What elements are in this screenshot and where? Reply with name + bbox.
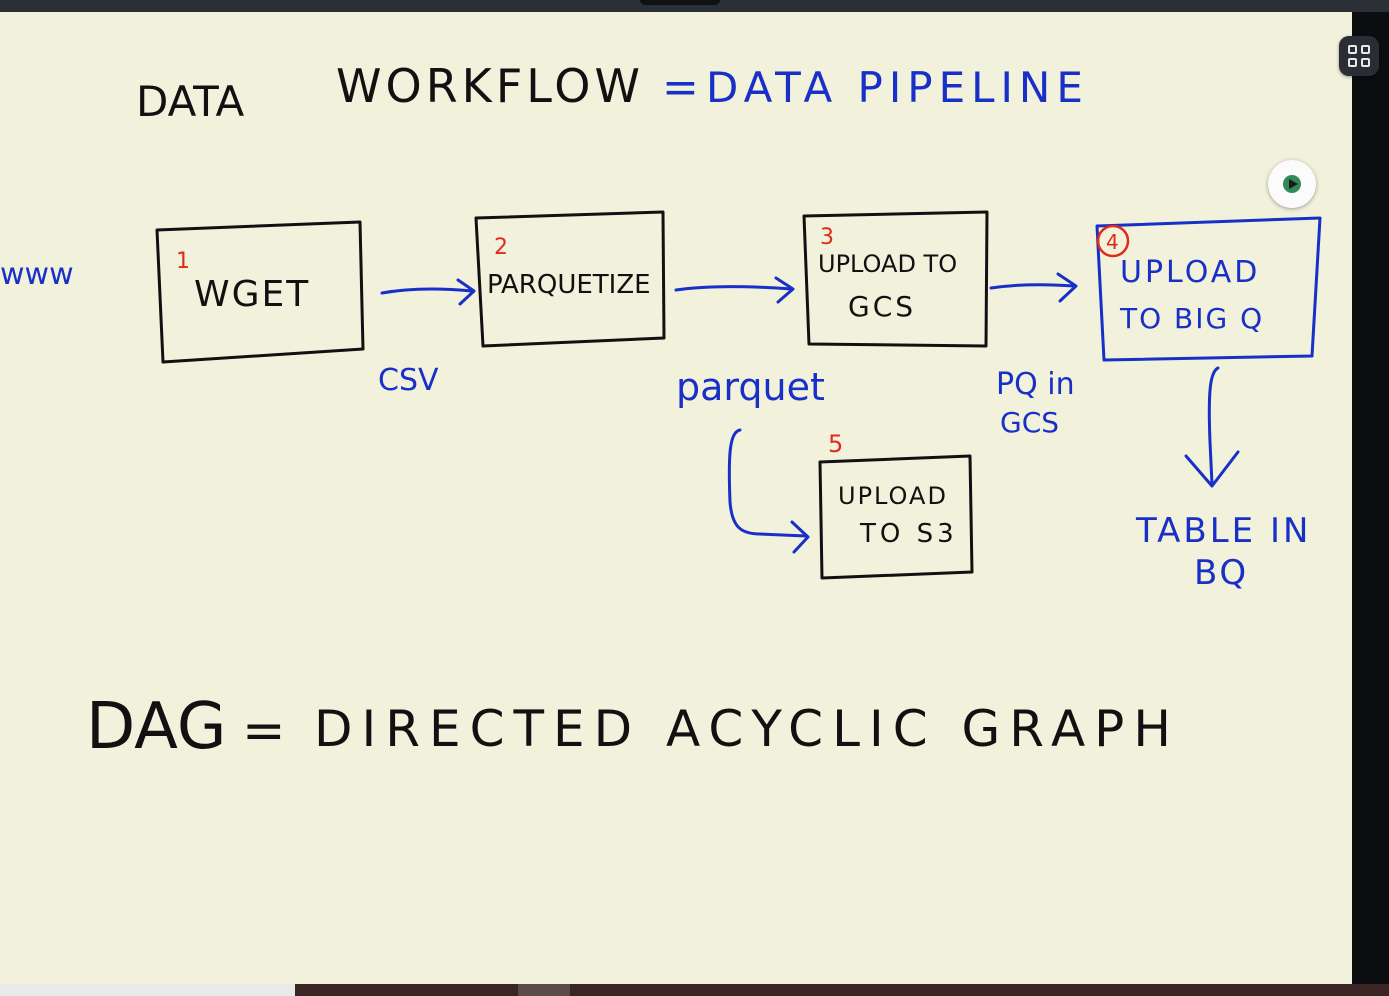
taskbar-app-segment[interactable] — [518, 984, 570, 996]
arrow-2-3 — [674, 285, 794, 292]
definition-meaning: DIRECTED ACYCLIC GRAPH — [314, 700, 1180, 758]
grid-layout-icon — [1348, 45, 1370, 67]
edge-label-pq-in: PQ in — [996, 367, 1075, 402]
step-5-line2: TO S3 — [859, 519, 958, 549]
step-1-number: 1 — [176, 249, 190, 274]
step-2-number: 2 — [494, 235, 508, 260]
step-4-line1: UPLOAD — [1120, 255, 1260, 290]
step-2-label: PARQUETIZE — [487, 270, 651, 300]
step-3-box — [802, 210, 989, 348]
step-4-number: 4 — [1106, 230, 1119, 254]
step-3-line2: GCS — [848, 290, 916, 323]
arrow-parquet-5 — [727, 428, 808, 538]
output-table-line2: BQ — [1194, 553, 1248, 593]
step-5-number: 5 — [828, 430, 843, 458]
arrow-parquet-5-head — [790, 520, 810, 554]
definition-equals: = — [242, 701, 286, 761]
edge-label-gcs: GCS — [1000, 406, 1059, 439]
play-icon — [1283, 175, 1301, 193]
step-1-box — [155, 220, 365, 364]
window-top-bar — [0, 0, 1389, 12]
step-4-box — [1095, 216, 1322, 362]
arrow-3-4-head — [1056, 272, 1078, 303]
edge-label-csv: CSV — [378, 363, 439, 398]
title-pipeline: DATA PIPELINE — [706, 63, 1089, 112]
right-edge-panel — [1352, 12, 1389, 984]
play-button[interactable] — [1268, 160, 1316, 208]
output-table-line1: TABLE IN — [1135, 511, 1311, 551]
step-2-box — [474, 210, 666, 348]
step-1-label: WGET — [194, 274, 310, 315]
whiteboard-canvas: DATA WORKFLOW = DATA PIPELINE www 1 WGET… — [0, 12, 1352, 984]
grid-layout-button[interactable] — [1339, 36, 1379, 76]
camera-notch — [640, 0, 720, 5]
edge-label-parquet: parquet — [676, 365, 825, 409]
arrow-1-2 — [380, 287, 474, 295]
step-3-number: 3 — [820, 225, 834, 250]
title-workflow: WORKFLOW — [336, 59, 644, 113]
step-4-line2: TO BIG Q — [1119, 302, 1264, 335]
step-5-line1: UPLOAD — [838, 482, 948, 510]
step-5-box — [818, 454, 974, 580]
title-equals: = — [662, 62, 699, 113]
source-www: www — [0, 257, 74, 292]
step-4-number-circle — [1096, 224, 1130, 258]
arrow-1-2-head — [456, 278, 476, 306]
step-3-line1: UPLOAD TO — [818, 250, 957, 278]
definition-term: DAG — [86, 690, 226, 764]
taskbar-left-segment — [0, 984, 295, 996]
arrow-3-4 — [989, 283, 1076, 290]
pipeline-diagram: DATA WORKFLOW = DATA PIPELINE www 1 WGET… — [0, 59, 1322, 764]
arrow-4-table-head — [1184, 450, 1240, 488]
arrow-2-3-head — [774, 276, 795, 304]
taskbar — [0, 984, 1389, 996]
arrow-4-table — [1207, 366, 1220, 486]
title-data: DATA — [136, 77, 244, 126]
